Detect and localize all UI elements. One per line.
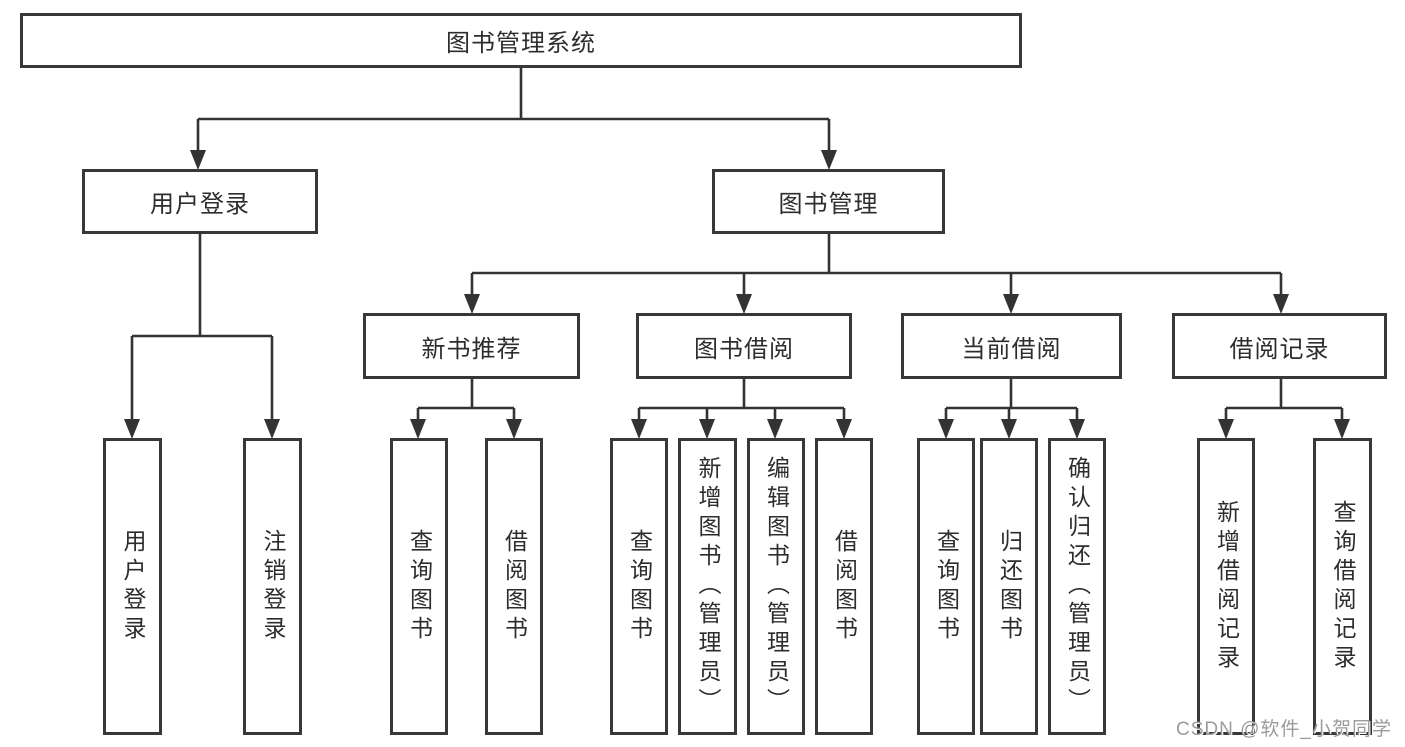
leaf-label: 注销登录 — [260, 528, 286, 645]
leaf-borrow-books-recommend: 借阅图书 — [485, 438, 543, 735]
leaf-label: 借阅图书 — [831, 528, 858, 645]
leaf-label: 查询图书 — [406, 528, 433, 645]
arrow-down-icon — [836, 419, 852, 439]
arrow-down-icon — [410, 419, 426, 439]
connector-borrow-records — [1224, 379, 1344, 421]
node-current-borrow: 当前借阅 — [901, 313, 1122, 379]
leaf-add-borrow-record: 新增借阅记录 — [1197, 438, 1255, 735]
connector-current-borrow — [944, 379, 1079, 421]
arrow-down-icon — [821, 150, 837, 170]
connector-root — [196, 68, 831, 152]
arrow-down-icon — [506, 419, 522, 439]
arrowhead-icons — [124, 150, 1350, 439]
leaf-query-books-current: 查询图书 — [917, 438, 975, 735]
connector-new-book — [416, 379, 516, 421]
leaf-label: 确认归还（管理员） — [1064, 456, 1091, 717]
node-new-book-recommend: 新书推荐 — [363, 313, 580, 379]
arrow-down-icon — [124, 419, 140, 439]
arrow-down-icon — [631, 419, 647, 439]
arrow-down-icon — [1218, 419, 1234, 439]
connector-book-management — [470, 233, 1283, 296]
leaf-query-borrow-record: 查询借阅记录 — [1313, 438, 1372, 735]
leaf-label: 编辑图书（管理员） — [763, 456, 790, 717]
node-user-login: 用户登录 — [82, 169, 318, 234]
node-book-management: 图书管理 — [712, 169, 945, 234]
leaf-logout: 注销登录 — [243, 438, 302, 735]
arrow-down-icon — [464, 294, 480, 314]
arrow-down-icon — [767, 419, 783, 439]
leaf-label: 借阅图书 — [501, 528, 528, 645]
arrow-down-icon — [190, 150, 206, 170]
arrow-down-icon — [1273, 294, 1289, 314]
leaf-query-books-recommend: 查询图书 — [390, 438, 448, 735]
arrow-down-icon — [1001, 419, 1017, 439]
leaf-confirm-return-admin: 确认归还（管理员） — [1048, 438, 1106, 735]
leaf-edit-book-admin: 编辑图书（管理员） — [747, 438, 805, 735]
leaf-label: 用户登录 — [120, 528, 146, 645]
leaf-borrow-books: 借阅图书 — [815, 438, 873, 735]
node-book-borrow: 图书借阅 — [636, 313, 852, 379]
node-borrow-records: 借阅记录 — [1172, 313, 1387, 379]
arrow-down-icon — [264, 419, 280, 439]
arrow-down-icon — [1003, 294, 1019, 314]
node-root: 图书管理系统 — [20, 13, 1022, 68]
arrow-down-icon — [1334, 419, 1350, 439]
leaf-label: 查询图书 — [933, 528, 960, 645]
leaf-query-books-borrow: 查询图书 — [610, 438, 668, 735]
csdn-watermark: CSDN @软件_小贺同学 — [1176, 719, 1392, 740]
leaf-label: 新增图书（管理员） — [695, 456, 721, 717]
arrow-down-icon — [1069, 419, 1085, 439]
connector-user-login — [130, 234, 274, 421]
leaf-add-book-admin: 新增图书（管理员） — [678, 438, 737, 735]
connector-book-borrow — [637, 379, 846, 421]
leaf-label: 查询图书 — [626, 528, 653, 645]
arrow-down-icon — [699, 419, 715, 439]
connector-lines — [130, 68, 1344, 421]
arrow-down-icon — [736, 294, 752, 314]
leaf-return-book: 归还图书 — [980, 438, 1038, 735]
arrow-down-icon — [938, 419, 954, 439]
leaf-label: 归还图书 — [996, 528, 1023, 645]
leaf-label: 新增借阅记录 — [1213, 499, 1240, 674]
leaf-user-login: 用户登录 — [103, 438, 162, 735]
leaf-label: 查询借阅记录 — [1330, 499, 1356, 674]
